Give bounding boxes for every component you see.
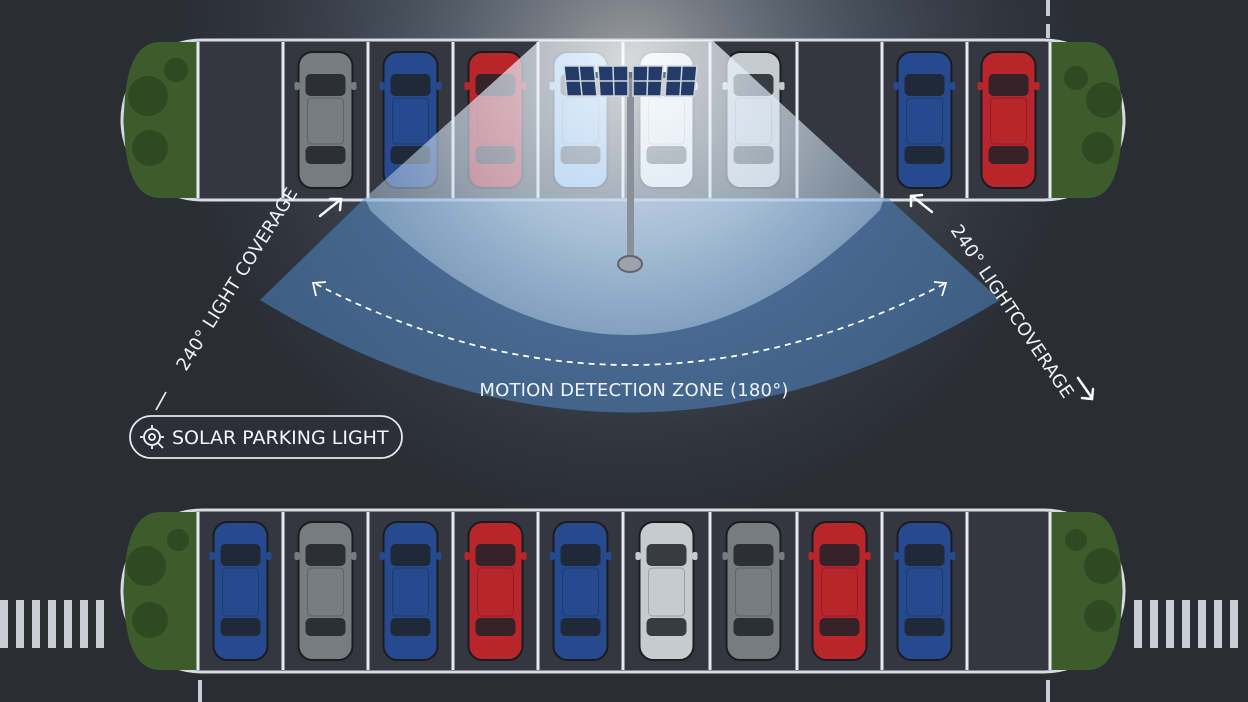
motion-zone-label: MOTION DETECTION ZONE (180°) (479, 380, 788, 401)
solar-parking-light-text: SOLAR PARKING LIGHT (172, 427, 389, 449)
bottom-car-blue (379, 521, 442, 661)
solar-panel (632, 65, 664, 97)
motion-arc (311, 281, 948, 366)
bottom-car-gray (294, 521, 357, 661)
leader-line (155, 391, 167, 411)
shrubs (126, 58, 1122, 638)
top-car-blue (893, 51, 956, 189)
bottom-car-red (464, 521, 527, 661)
coverage-arrow-right-top (909, 193, 934, 214)
top-car-gray (294, 51, 357, 189)
bottom-car-gray (722, 521, 785, 661)
solar-panels (563, 65, 698, 97)
grass-island-right (1050, 42, 1122, 198)
top-car-red (977, 51, 1040, 189)
coverage-arrow-right-bottom (1076, 376, 1095, 401)
bottom-car-red (808, 521, 871, 661)
solar-panel (664, 65, 698, 97)
coverage-arrow-left (318, 197, 343, 218)
solar-panel (597, 65, 629, 97)
bottom-car-blue (893, 521, 956, 661)
bottom-car-blue (549, 521, 612, 661)
bottom-car-blue (209, 521, 272, 661)
light-settings-icon (140, 425, 164, 449)
solar-panel (563, 65, 598, 97)
parking-row-bottom (120, 508, 1126, 674)
solar-light-pole (592, 72, 668, 273)
solar-parking-light-label: SOLAR PARKING LIGHT (129, 415, 403, 459)
light-cone (365, 40, 884, 335)
bottom-car-silver (635, 521, 698, 661)
